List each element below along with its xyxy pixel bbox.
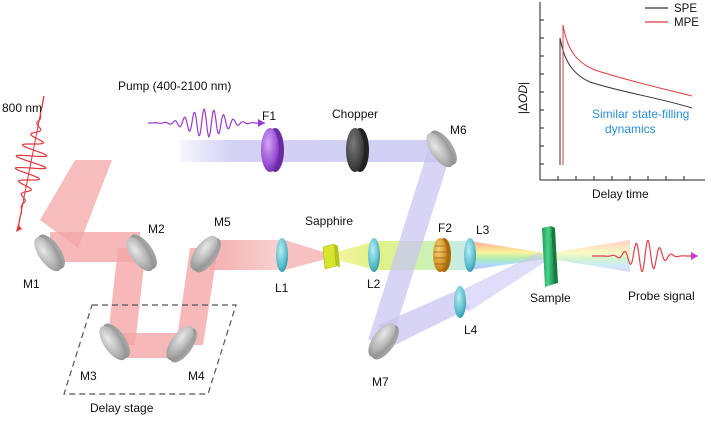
lens-l4 — [454, 286, 466, 318]
chopper — [346, 128, 369, 172]
delay-stage-box — [63, 304, 237, 395]
label-f1: F1 — [262, 109, 276, 123]
label-800nm: 800 nm — [2, 101, 42, 115]
mirror-m5 — [190, 235, 221, 273]
curve-mpe — [562, 24, 693, 165]
filter-f2 — [433, 238, 451, 272]
curve-spe — [559, 37, 693, 165]
beam-800-m5-l1 — [210, 240, 282, 270]
label-l2: L2 — [367, 277, 381, 291]
white-light-to-sample — [470, 241, 545, 270]
white-light-after-sample — [550, 240, 630, 272]
beam-800-m3-m4 — [118, 333, 182, 358]
inset-annotation-line1: Similar state-filling — [592, 107, 689, 121]
beam-800-m4-m5 — [176, 248, 218, 345]
mirror-m2 — [126, 234, 157, 272]
inset-plot: |ΔOD| Delay time Similar state-filling d… — [516, 2, 705, 201]
pump-beam-horizontal — [180, 140, 440, 162]
beam-800-m2-m3 — [107, 248, 146, 345]
label-l1: L1 — [275, 281, 289, 295]
pulse-pump-wave — [148, 108, 265, 138]
inset-xlabel: Delay time — [592, 187, 649, 201]
legend-label-spe: SPE — [674, 3, 697, 15]
label-pump: Pump (400-2100 nm) — [118, 79, 231, 93]
label-chopper: Chopper — [332, 107, 378, 121]
filter-f1 — [261, 128, 284, 172]
inset-ticks — [540, 19, 685, 180]
label-m3: M3 — [80, 369, 97, 383]
label-sample: Sample — [530, 291, 571, 305]
inset-annotation-line2: dynamics — [605, 122, 656, 136]
mirror-m3 — [99, 323, 130, 361]
beam-800-incoming — [40, 160, 112, 248]
label-m7: M7 — [372, 375, 389, 389]
label-m1: M1 — [23, 277, 40, 291]
label-sapphire: Sapphire — [305, 214, 353, 228]
pulse-800-wave — [14, 95, 48, 232]
label-m2: M2 — [148, 222, 165, 236]
mirror-m4 — [166, 325, 197, 363]
sample — [542, 226, 558, 287]
label-f2: F2 — [438, 221, 452, 235]
label-probe-signal: Probe signal — [628, 289, 695, 303]
pump-beam-m7-l4 — [378, 290, 470, 345]
mirror-m1 — [34, 234, 65, 272]
label-m4: M4 — [188, 369, 205, 383]
pump-beam-m6-m7 — [368, 150, 452, 340]
label-m5: M5 — [214, 215, 231, 229]
lens-l2 — [368, 238, 380, 272]
mirror-m7 — [368, 322, 399, 360]
inset-legend: SPE MPE — [645, 3, 699, 29]
label-delay-stage: Delay stage — [90, 401, 154, 415]
label-l3: L3 — [476, 223, 490, 237]
lens-l1 — [276, 238, 288, 272]
probe-signal-wave — [592, 239, 698, 273]
mirror-m6 — [426, 130, 457, 168]
pump-beam-l4-sample — [458, 252, 545, 312]
lens-l3 — [464, 238, 476, 272]
beam-800-focus — [285, 240, 330, 270]
legend-label-mpe: MPE — [674, 17, 699, 29]
sapphire-crystal — [322, 243, 340, 270]
label-l4: L4 — [464, 323, 478, 337]
label-m6: M6 — [450, 123, 467, 137]
inset-ylabel: |ΔOD| — [516, 82, 530, 114]
